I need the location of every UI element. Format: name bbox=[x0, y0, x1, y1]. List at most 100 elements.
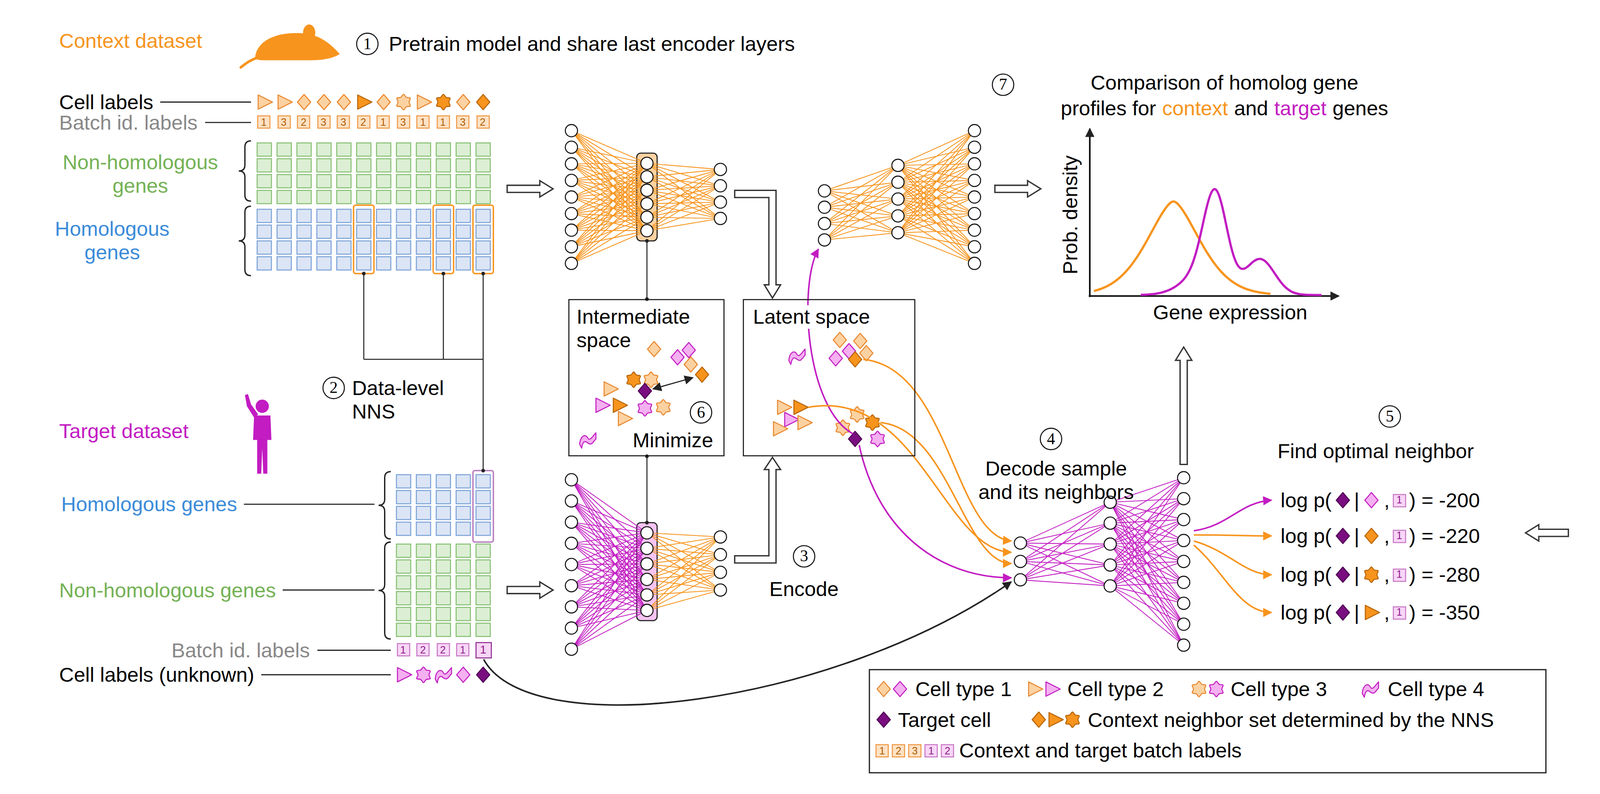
triangle-marker bbox=[784, 412, 799, 427]
likelihood-text: | bbox=[1354, 600, 1360, 625]
network-edge bbox=[571, 146, 648, 177]
network-unit bbox=[714, 548, 727, 561]
gene-cell bbox=[277, 240, 292, 255]
leader-line bbox=[282, 589, 375, 591]
gene-cell bbox=[396, 142, 411, 157]
cloud-marker bbox=[1209, 681, 1223, 697]
neural-network bbox=[818, 124, 981, 270]
node-text: 1 bbox=[460, 644, 466, 655]
network-edge bbox=[647, 169, 721, 218]
network-unit bbox=[640, 526, 653, 539]
gene-cell bbox=[416, 521, 431, 536]
step-number: 6 bbox=[689, 400, 713, 424]
node-text: 3 bbox=[340, 116, 347, 127]
network-unit bbox=[1014, 573, 1027, 586]
triangle-marker bbox=[773, 421, 788, 436]
diamond-marker bbox=[337, 94, 351, 110]
network-edge bbox=[1020, 522, 1110, 580]
network-unit bbox=[968, 190, 981, 204]
gene-cell bbox=[356, 174, 371, 188]
gene-cell bbox=[356, 240, 371, 255]
network-unit bbox=[714, 179, 727, 192]
gene-cell bbox=[396, 224, 411, 239]
gene-cell bbox=[396, 240, 411, 255]
space-panel: Latent space bbox=[742, 298, 916, 456]
network-unit bbox=[968, 207, 981, 220]
node-text: 1 bbox=[480, 644, 487, 656]
network-unit bbox=[714, 163, 727, 176]
text-label: Batch id. labels bbox=[171, 638, 310, 662]
network-edge bbox=[571, 479, 648, 580]
mouse-icon bbox=[240, 24, 341, 68]
network-edge bbox=[571, 230, 648, 264]
shared-layer-link bbox=[646, 456, 648, 523]
hollow-arrow bbox=[507, 180, 554, 198]
gene-cell bbox=[297, 174, 312, 188]
curly-brace bbox=[238, 140, 251, 201]
diamond-marker bbox=[317, 94, 331, 110]
text-label: Homologous genes bbox=[50, 217, 174, 265]
node-text: 1 bbox=[879, 745, 886, 756]
node-text: 6 bbox=[697, 404, 706, 421]
gene-cell bbox=[336, 256, 351, 271]
likelihood-text: | bbox=[1354, 562, 1360, 587]
gene-cell bbox=[277, 190, 292, 204]
likelihood-text: | bbox=[1354, 488, 1360, 512]
network-unit bbox=[565, 557, 578, 571]
gene-cell bbox=[297, 240, 312, 255]
network-edge bbox=[647, 202, 721, 204]
gene-cell bbox=[456, 591, 471, 605]
node-text: 4 bbox=[1046, 430, 1056, 448]
gene-cell bbox=[456, 190, 471, 204]
cloud-marker bbox=[626, 371, 641, 388]
gene-cell bbox=[436, 622, 451, 637]
network-edge bbox=[1020, 579, 1110, 586]
network-unit bbox=[640, 210, 653, 224]
batch-label: 1 bbox=[257, 115, 271, 129]
cell-glyph bbox=[1334, 526, 1352, 545]
gene-cell bbox=[257, 256, 272, 271]
diamond-marker bbox=[1032, 711, 1046, 728]
gene-cell bbox=[257, 240, 272, 255]
network-edge bbox=[647, 554, 721, 611]
network-edge bbox=[647, 218, 721, 231]
network-edge bbox=[898, 213, 975, 233]
legend-text: Context and target batch labels bbox=[959, 738, 1243, 762]
batch-label: 3 bbox=[317, 115, 331, 129]
gene-cell bbox=[277, 174, 292, 188]
gene-cell bbox=[416, 506, 431, 520]
diamond-marker bbox=[877, 711, 891, 728]
diamond-marker bbox=[877, 681, 891, 697]
triangle-marker bbox=[604, 381, 619, 397]
gene-cell bbox=[476, 506, 491, 520]
network-unit bbox=[714, 195, 727, 208]
step-number: 4 bbox=[1039, 427, 1063, 451]
network-edge bbox=[1110, 585, 1184, 625]
gene-cell bbox=[317, 240, 332, 255]
network-edge bbox=[647, 547, 721, 555]
gene-cell bbox=[436, 607, 451, 621]
likelihood-text: | bbox=[1354, 524, 1360, 548]
network-edge bbox=[898, 230, 975, 233]
legend-swatch bbox=[877, 681, 907, 697]
network-edge bbox=[571, 163, 648, 264]
batch-label: 1 bbox=[436, 115, 450, 129]
gene-cell bbox=[416, 544, 431, 558]
batch-label: 1 bbox=[416, 115, 430, 129]
diamond-marker bbox=[297, 94, 311, 110]
flow-curve bbox=[808, 405, 1012, 552]
gene-cell bbox=[317, 174, 332, 188]
gene-cell bbox=[277, 209, 292, 223]
batch-label: 2 bbox=[416, 642, 430, 657]
legend-frame bbox=[869, 669, 1547, 773]
gene-cell bbox=[297, 158, 312, 173]
diamond-marker bbox=[853, 333, 868, 349]
network-edge bbox=[1110, 522, 1184, 624]
gene-cell bbox=[456, 224, 471, 239]
nns-wire bbox=[363, 358, 484, 360]
network-edge bbox=[898, 146, 975, 233]
gene-cell bbox=[277, 224, 292, 239]
cloud-marker bbox=[1364, 566, 1379, 583]
legend-swatch bbox=[1032, 711, 1079, 728]
network-edge bbox=[647, 217, 721, 219]
